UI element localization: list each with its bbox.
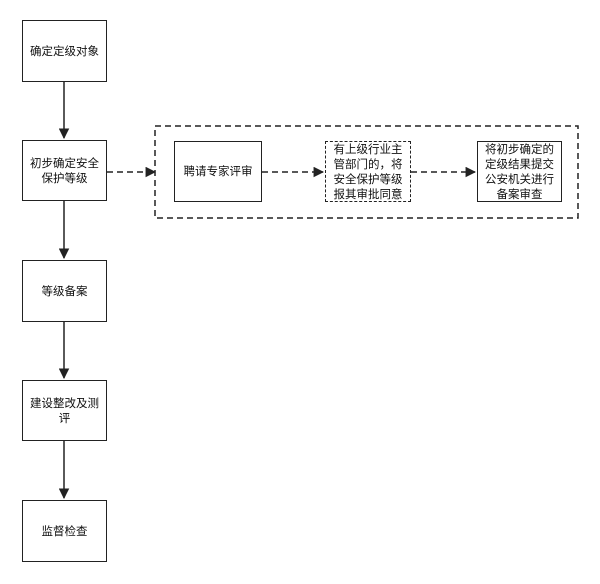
step-determine-target: 确定定级对象 (22, 20, 107, 82)
step-initial-protection-level: 初步确定安全 保护等级 (22, 140, 107, 201)
substep-superior-approval: 有上级行业主 管部门的，将 安全保护等级 报其审批同意 (325, 141, 411, 202)
step-level-filing-label: 等级备案 (41, 283, 88, 298)
step-level-filing: 等级备案 (22, 260, 107, 322)
substep-superior-approval-label: 有上级行业主 管部门的，将 安全保护等级 报其审批同意 (333, 141, 403, 201)
step-determine-target-label: 确定定级对象 (30, 43, 99, 58)
substep-police-filing-review-label: 将初步确定的 定级结果提交 公安机关进行 备案审查 (485, 141, 554, 201)
step-construction-rectification: 建设整改及测 评 (22, 380, 107, 441)
substep-expert-review: 聘请专家评审 (174, 141, 262, 202)
step-supervision-inspection-label: 监督检查 (41, 523, 88, 538)
step-supervision-inspection: 监督检查 (22, 500, 107, 562)
substep-expert-review-label: 聘请专家评审 (183, 164, 253, 178)
step-construction-rectification-label: 建设整改及测 评 (30, 395, 99, 425)
substep-police-filing-review: 将初步确定的 定级结果提交 公安机关进行 备案审查 (477, 141, 562, 202)
step-initial-protection-level-label: 初步确定安全 保护等级 (30, 155, 99, 185)
